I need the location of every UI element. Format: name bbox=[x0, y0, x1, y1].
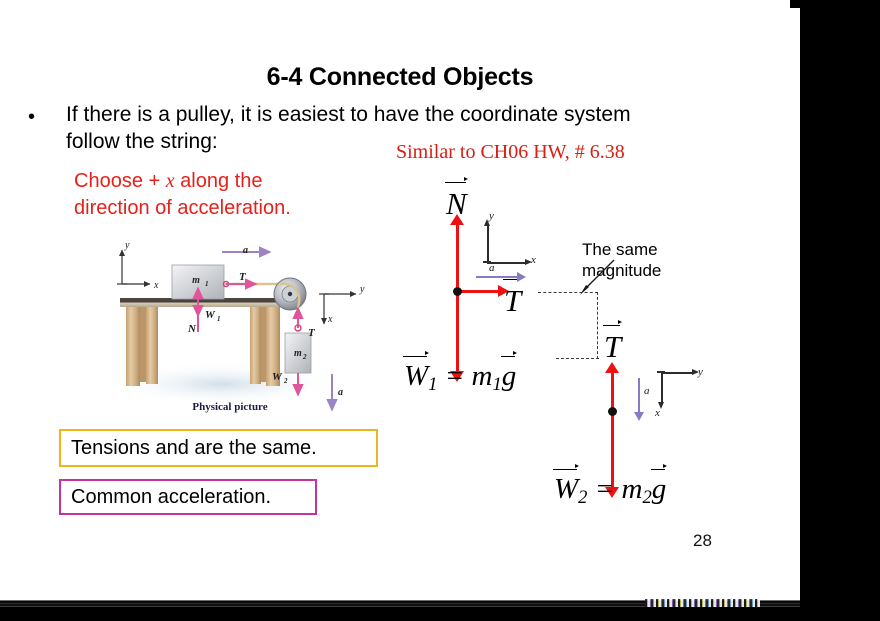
svg-text:2: 2 bbox=[302, 353, 307, 361]
page-title: 6-4 Connected Objects bbox=[266, 63, 534, 91]
fbd2-y-axis-label: y bbox=[698, 366, 703, 378]
coordinate-choice-note: Choose + x along the direction of accele… bbox=[74, 168, 374, 222]
connector-dash-lower bbox=[556, 358, 599, 359]
fbd1-vertical-force-shaft bbox=[456, 222, 459, 374]
same-magnitude-leader-arrow bbox=[580, 259, 615, 295]
fbd1-acceleration-label: a bbox=[489, 262, 495, 274]
gravity-vector-glyph-1: g bbox=[500, 351, 517, 392]
fbd1-normal-force-arrowhead bbox=[450, 214, 464, 225]
svg-text:y: y bbox=[124, 240, 130, 251]
homework-reference-note: Similar to CH06 HW, # 6.38 bbox=[396, 141, 625, 163]
fbd2-acceleration-label: a bbox=[644, 385, 650, 397]
svg-text:x: x bbox=[153, 280, 159, 291]
fbd2-x-axis-line bbox=[661, 372, 663, 404]
letterbox-right-notch bbox=[790, 0, 800, 8]
fbd2-acceleration-shaft bbox=[638, 378, 640, 414]
note-italic-x: x bbox=[165, 170, 175, 192]
note-part-b: along the bbox=[174, 170, 263, 192]
fbd2-tension-label: T bbox=[602, 319, 623, 365]
bullet-marker: • bbox=[28, 106, 36, 128]
connector-dash-upper bbox=[538, 292, 598, 293]
fbd1-normal-force-label: N bbox=[445, 176, 468, 222]
note-part-a: Choose + bbox=[74, 170, 166, 192]
weight1-vector-glyph: W bbox=[402, 351, 430, 392]
svg-text:m: m bbox=[192, 275, 200, 286]
fbd2-weight-equation: W2 = m2g bbox=[552, 464, 667, 509]
fbd1-acceleration-shaft bbox=[476, 276, 520, 278]
page-number: 28 bbox=[693, 531, 712, 550]
weight1-mass: m bbox=[471, 360, 493, 392]
svg-text:W: W bbox=[272, 371, 283, 383]
svg-text:2: 2 bbox=[283, 377, 288, 385]
fbd1-y-axis-label: y bbox=[489, 210, 494, 222]
callout-tensions-label: Tensions and are the same. bbox=[71, 436, 317, 459]
svg-text:y: y bbox=[359, 284, 365, 295]
fbd1-particle-dot bbox=[453, 287, 462, 296]
weight2-subscript: 2 bbox=[578, 487, 588, 509]
fbd2-vertical-force-shaft bbox=[611, 370, 614, 490]
fbd1-weight-equation: W1 = m1g bbox=[402, 351, 517, 396]
callout-tensions-same: Tensions and are the same. bbox=[59, 429, 378, 467]
svg-text:1: 1 bbox=[205, 280, 209, 288]
fbd2-origin-tick bbox=[657, 371, 665, 373]
fbd1-y-axis-arrowhead bbox=[484, 219, 490, 226]
fbd2-y-axis-arrowhead bbox=[692, 369, 699, 375]
fbd1-weight-arrowhead bbox=[450, 371, 464, 382]
weight1-mass-subscript: 1 bbox=[492, 374, 502, 396]
weight2-equals: = bbox=[594, 473, 615, 505]
weight2-mass-subscript: 2 bbox=[642, 487, 652, 509]
callout-common-acceleration: Common acceleration. bbox=[59, 479, 317, 515]
normal-vector-glyph: N bbox=[445, 176, 468, 221]
fbd2-weight-arrowhead bbox=[605, 487, 619, 498]
fbd1-x-axis-line bbox=[487, 262, 527, 264]
weight2-vector-glyph: W bbox=[552, 464, 580, 505]
fbd1-tension-arrowhead bbox=[498, 285, 509, 297]
letterbox-right bbox=[800, 0, 880, 621]
fbd2-x-axis-label: x bbox=[655, 407, 660, 419]
svg-text:x: x bbox=[327, 314, 333, 325]
fbd2-acceleration-arrowhead bbox=[634, 412, 644, 421]
fbd2-y-axis-line bbox=[661, 372, 694, 374]
svg-text:T: T bbox=[239, 271, 247, 283]
connector-dash-vertical bbox=[597, 292, 598, 359]
svg-text:T: T bbox=[308, 327, 316, 339]
svg-text:a: a bbox=[243, 245, 248, 256]
physical-picture-figure: m 1 m 2 y x bbox=[104, 240, 365, 412]
fbd1-x-axis-arrowhead bbox=[525, 259, 532, 265]
fbd2-x-axis-arrowhead bbox=[658, 402, 664, 409]
weight1-equals: = bbox=[444, 360, 465, 392]
fbd1-tension-label: T bbox=[502, 273, 523, 319]
tension-vector-glyph-2: T bbox=[602, 319, 623, 364]
tension-vector-glyph: T bbox=[502, 273, 523, 318]
fbd2-particle-dot bbox=[608, 407, 617, 416]
bullet-text: If there is a pulley, it is easiest to h… bbox=[66, 103, 631, 154]
svg-text:W: W bbox=[205, 309, 216, 321]
weight2-mass: m bbox=[621, 473, 643, 505]
bottom-filmstrip-detail bbox=[645, 599, 760, 608]
fbd1-x-axis-label: x bbox=[531, 254, 536, 266]
svg-text:m: m bbox=[294, 348, 302, 359]
svg-text:N: N bbox=[187, 323, 197, 335]
letterbox-bottom bbox=[0, 607, 880, 621]
fbd1-origin-tick bbox=[483, 261, 491, 263]
callout-common-label: Common acceleration. bbox=[71, 485, 272, 508]
gravity-vector-glyph-2: g bbox=[650, 464, 667, 505]
physical-picture-caption: Physical picture bbox=[192, 401, 268, 413]
svg-text:a: a bbox=[338, 387, 343, 398]
weight1-subscript: 1 bbox=[428, 374, 438, 396]
fbd1-tension-shaft bbox=[457, 290, 501, 293]
fbd1-y-axis-line bbox=[487, 226, 489, 264]
same-magnitude-annotation: The same magnitude bbox=[582, 240, 662, 281]
fbd1-acceleration-arrowhead bbox=[517, 272, 526, 282]
fbd2-tension-arrowhead bbox=[605, 362, 619, 373]
bottom-filmstrip-artifact bbox=[0, 599, 800, 608]
note-line-2: direction of acceleration. bbox=[74, 196, 291, 219]
svg-text:1: 1 bbox=[217, 315, 221, 323]
